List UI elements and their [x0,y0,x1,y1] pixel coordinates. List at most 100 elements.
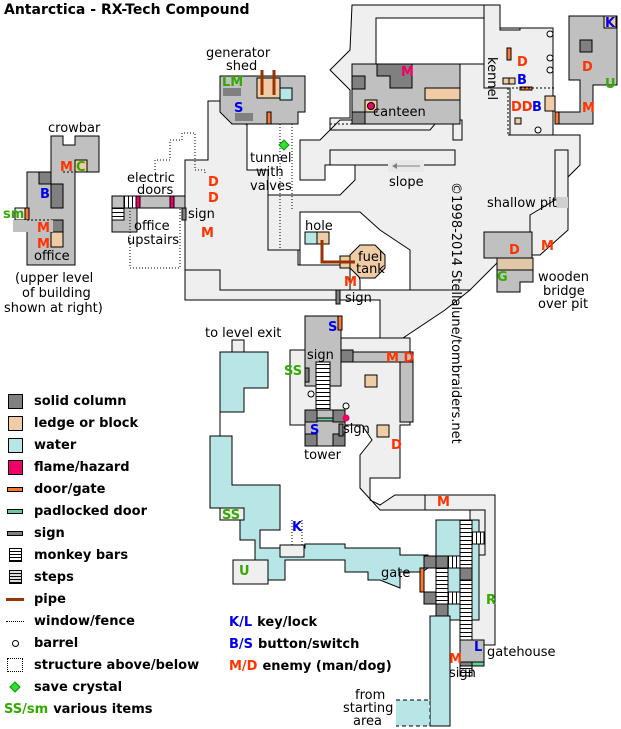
marker-lock: L [474,640,482,655]
marker-items-ss-1: SS [284,364,302,379]
enemy-code: M/D [229,658,258,674]
legend-item: door/gate [4,478,199,500]
canteen [330,63,461,125]
legend-label: enemy (man/dog) [262,658,392,674]
label-tower: tower [304,448,342,463]
legend-item: sign [4,522,199,544]
label-note-1: (upper level [15,271,93,286]
label-shed: shed [226,59,257,74]
label-starting: starting [343,701,393,716]
legend-item: save crystal [4,676,199,698]
padlock-icon [7,508,23,514]
label-gate: gate [381,566,410,581]
map-labels: generator shed crowbar canteen kennel tu… [4,46,589,729]
door-icon [7,486,23,492]
marker-items-sm: sm [3,207,24,222]
legend-item: ledge or block [4,412,199,434]
legend-item: structure above/below [4,654,199,676]
legend-codes: K/L key/lock B/S button/switch M/D enemy… [229,611,392,677]
legend: solid column ledge or block water flame/… [4,390,199,720]
marker-items-lm: LM [222,75,243,90]
label-area: area [353,714,382,729]
label-doors: doors [137,183,174,198]
button-switch-code: B/S [229,636,254,652]
marker-crowbar: C [76,160,86,175]
label-from: from [355,688,385,703]
label-generator: generator [206,46,271,61]
tower-building [304,315,414,447]
label-with: with [256,165,284,180]
label-canteen: canteen [373,105,426,120]
legend-label: padlocked door [34,503,148,519]
legend-label: key/lock [257,614,318,630]
label-fuel: fuel [358,250,382,265]
map-title: Antarctica - RX-Tech Compound [4,2,250,18]
marker-enemy-canteen: M [401,65,414,80]
label-note-2: of building [22,286,91,301]
marker-switch-tower: S [328,320,337,335]
legend-item: K/L key/lock [229,611,392,633]
legend-label: steps [34,569,74,585]
copyright: ©1998-2014 Stellalune/tombraiders.net [448,182,463,444]
marker-item-u-south: U [239,564,250,579]
south-complex [396,519,485,727]
label-over-pit: over pit [538,297,588,312]
legend-label: barrel [34,635,79,651]
marker-enemy-office: M [60,160,73,175]
marker-items-ss-2: SS [222,508,240,523]
legend-label: door/gate [34,481,106,497]
marker-button-office: B [40,187,50,202]
wooden-bridge [483,197,568,293]
tunnel [278,124,293,250]
marker-enemies-md: M D [386,351,414,366]
ledge-icon [7,415,23,431]
legend-item: SS/sm various items [4,698,199,720]
legend-label: sign [34,525,65,541]
label-sign-3: sign [307,348,334,363]
label-electric: electric [127,171,175,186]
legend-label: save crystal [34,679,123,695]
label-tunnel: tunnel [250,151,291,166]
label-note-3: shown at right) [4,301,103,316]
marker-enemy-bridge: M [541,239,554,254]
marker-dog-2: D [208,191,219,206]
fuel-tank-area [304,231,386,305]
marker-enemy-office-3: M [37,237,50,252]
legend-item: M/D enemy (man/dog) [229,655,392,677]
label-bridge: bridge [543,284,585,299]
label-sign-4: sign [343,422,370,437]
steps-icon [8,570,22,584]
marker-enemy-gatehouse: M [449,652,462,667]
marker-item-u-east: U [605,77,616,92]
marker-dog-bridge: D [509,243,520,258]
items-code: SS/sm [4,701,49,717]
marker-key-south: K [292,520,303,535]
label-gatehouse: gatehouse [487,645,556,660]
legend-label: button/switch [258,636,360,652]
label-kennel: kennel [484,57,499,100]
label-wooden: wooden [538,270,589,285]
legend-label: window/fence [34,613,135,629]
structure-icon [7,658,23,672]
water-icon [7,437,23,453]
legend-item: B/S button/switch [229,633,392,655]
save-crystal-icon [9,681,21,693]
legend-item: water [4,434,199,456]
legend-label: solid column [34,393,127,409]
label-office-upstairs-2: upstairs [127,233,179,248]
label-office-upstairs-1: office [134,219,170,234]
key-lock-code: K/L [229,614,253,630]
marker-enemy-west: M [201,226,214,241]
hazard-icon [7,459,23,475]
label-shallow-pit: shallow pit [487,196,557,211]
legend-item: pipe [4,588,199,610]
floor-canteen-block [375,17,485,65]
label-sign-5: sign [449,666,476,681]
marker-switch-tower-2: S [310,423,319,438]
legend-item: solid column [4,390,199,412]
sign-icon [7,530,23,536]
legend-label: water [34,437,77,453]
marker-button-kennel: B [517,73,527,88]
electric-doors [111,132,206,269]
